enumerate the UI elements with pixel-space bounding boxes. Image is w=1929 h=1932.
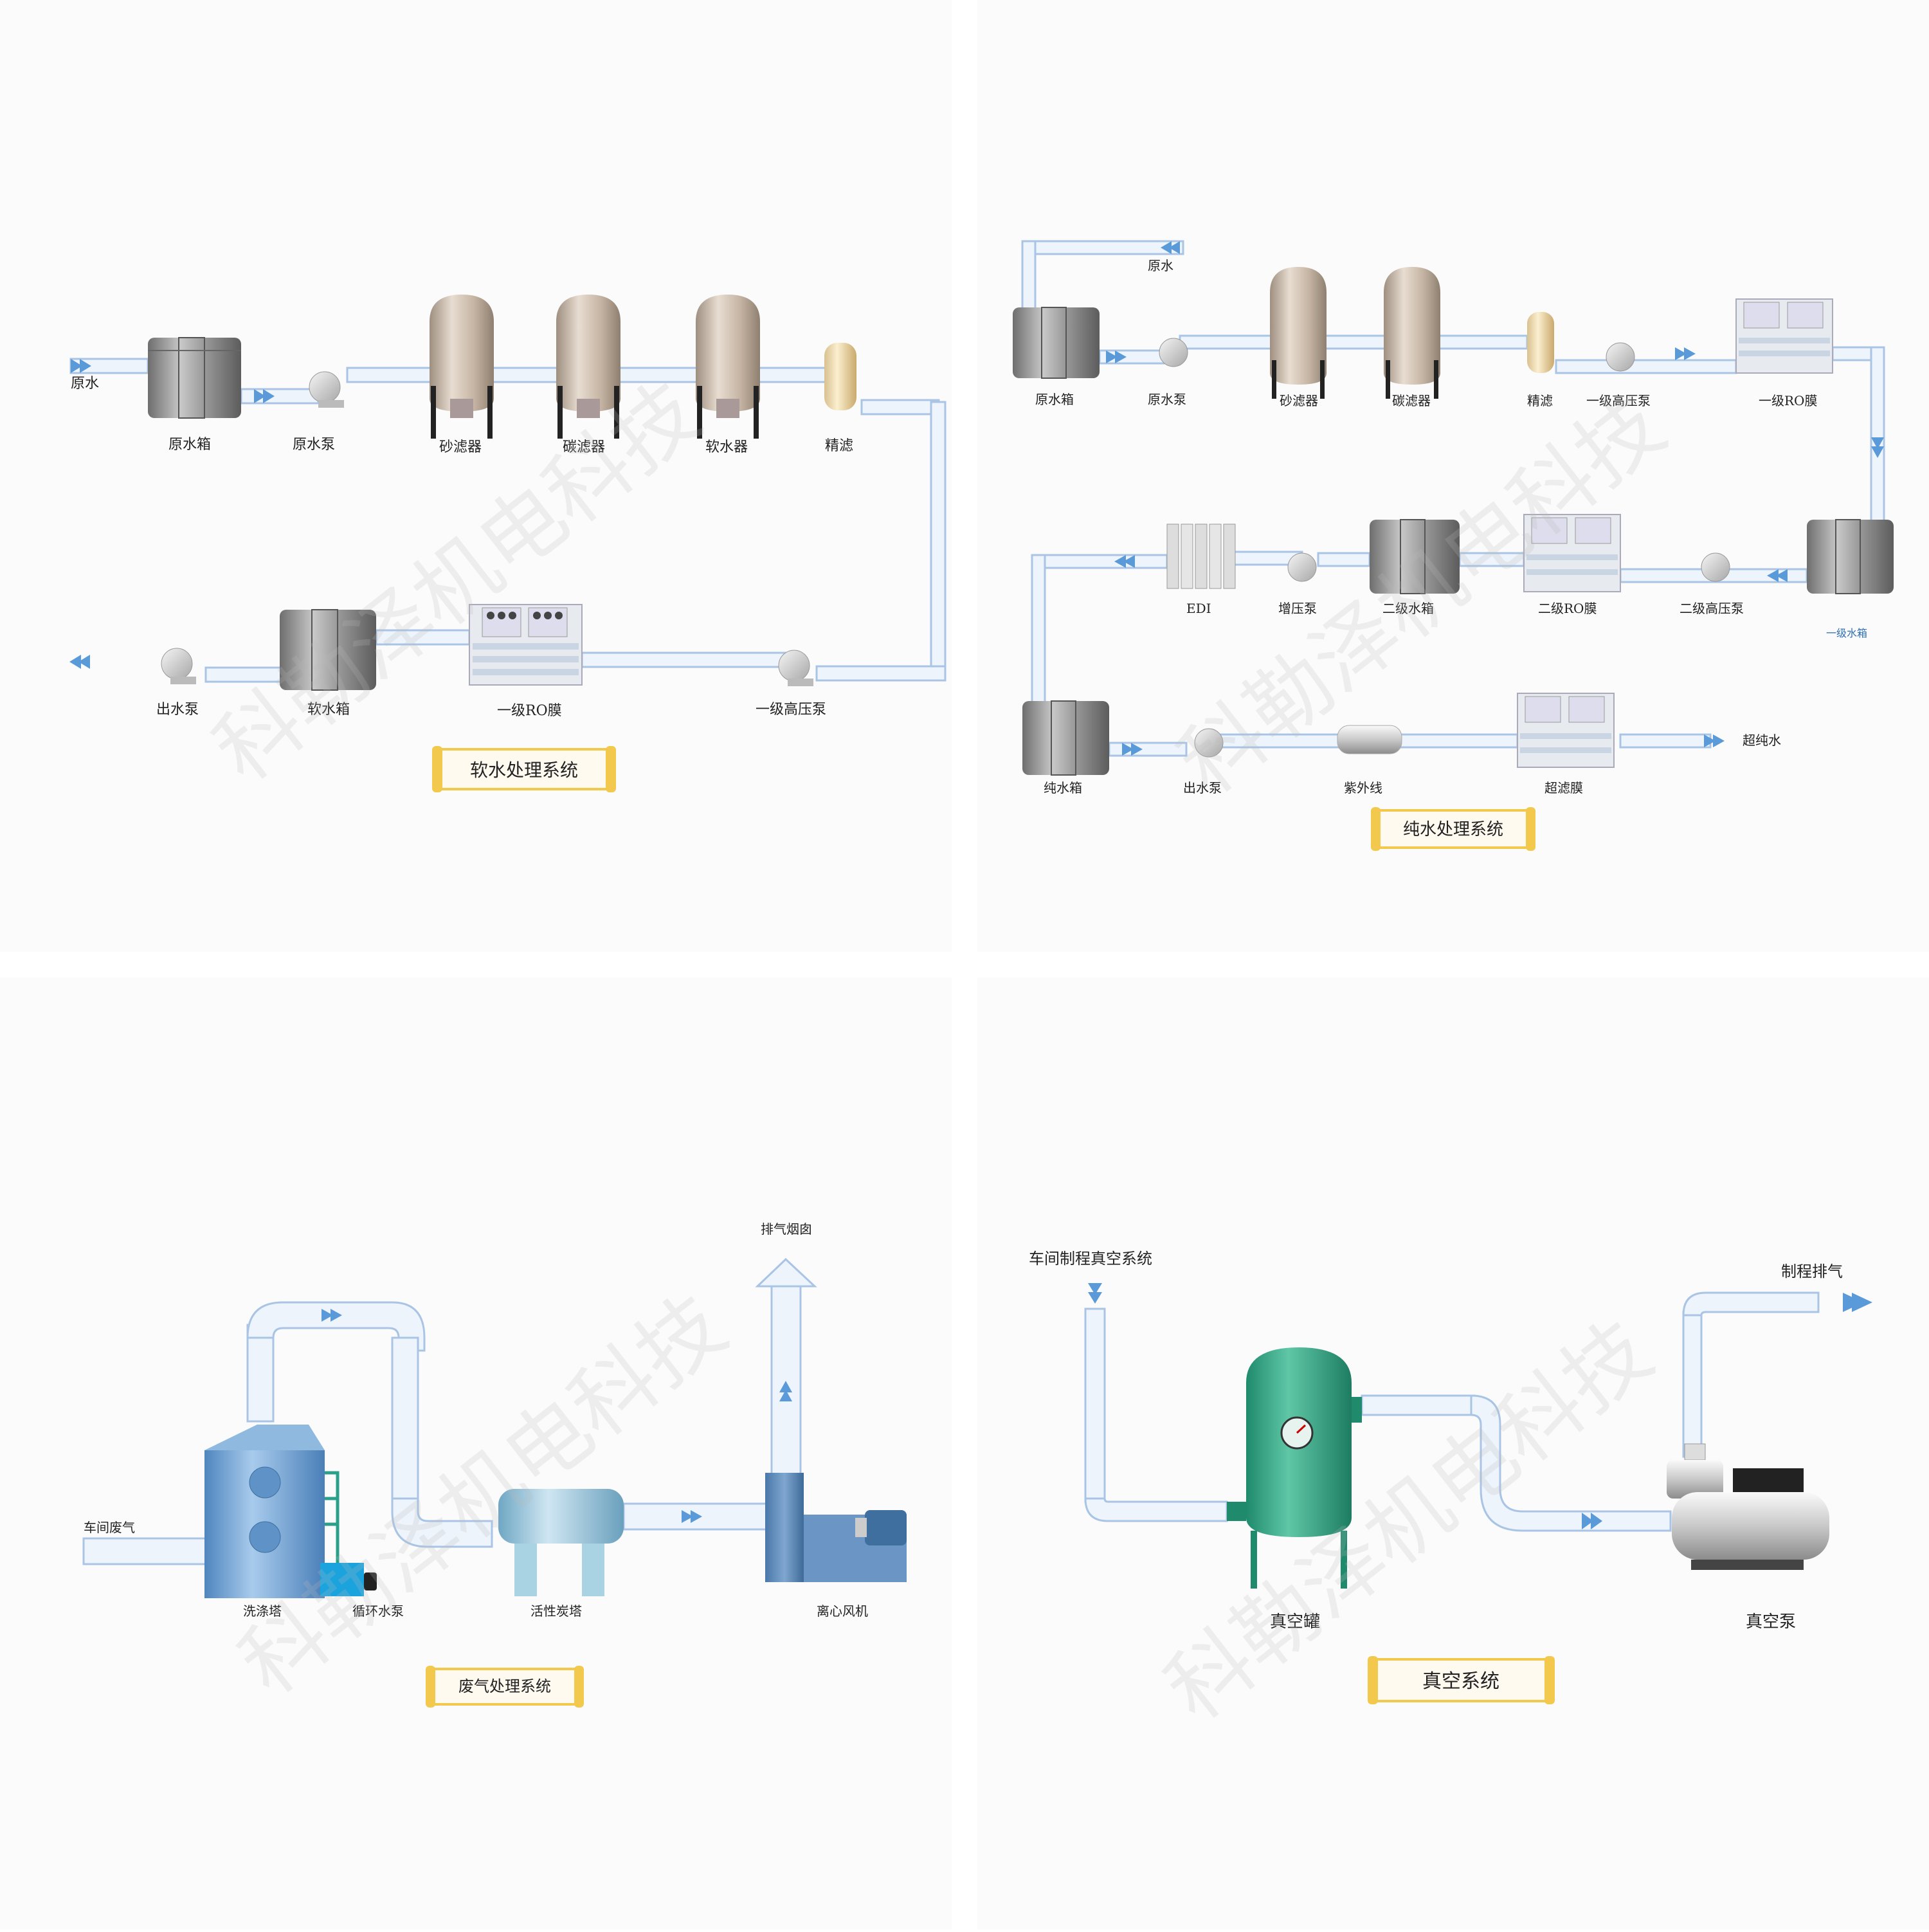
pure-water-uf <box>1517 693 1615 768</box>
softening-softener <box>696 295 760 439</box>
softening-precision-filter-label: 精滤 <box>825 438 853 454</box>
exhaust-input-label: 车间废气 <box>84 1520 135 1535</box>
exhaust-scrubber-label: 洗涤塔 <box>243 1603 282 1619</box>
exhaust-title: 废气处理系统 <box>458 1677 551 1695</box>
panel-vacuum: 车间制程真空系统 制程排气 真空罐 真空泵 真空系统 <box>1029 1250 1872 1704</box>
softening-out-pump-label: 出水泵 <box>156 702 199 718</box>
softening-sand-filter <box>430 295 494 439</box>
pure-water-ro1 <box>1735 298 1833 374</box>
pure-water-raw-pump-label: 原水泵 <box>1148 392 1186 407</box>
vacuum-pipes <box>1084 1291 1820 1532</box>
exhaust-scrubber <box>204 1425 340 1598</box>
panel-vacuum-bg <box>977 978 1929 1929</box>
pure-water-sand-filter-label: 砂滤器 <box>1280 393 1318 408</box>
exhaust-circ-pump <box>320 1563 377 1596</box>
exhaust-pipes <box>82 1257 817 1565</box>
softening-soft-tank <box>280 609 376 691</box>
softening-hp-pump-label: 一级高压泵 <box>756 702 826 718</box>
pure-water-pure-tank-label: 纯水箱 <box>1044 780 1082 796</box>
exhaust-title-scroll <box>426 1666 584 1708</box>
pure-water-hp-pump2-label: 二级高压泵 <box>1680 601 1744 616</box>
pure-water-out-pump <box>1194 728 1224 758</box>
softening-raw-tank <box>148 337 241 419</box>
pure-water-raw-tank-label: 原水箱 <box>1035 392 1074 407</box>
panel-softening: 原水 原水箱 原水泵 砂滤器 碳滤器 软水器 精滤 一级高压泵 <box>69 295 946 792</box>
pure-water-uv <box>1337 725 1402 754</box>
pure-water-output-label: 超纯水 <box>1743 733 1781 748</box>
exhaust-fan <box>765 1473 907 1582</box>
panel-pure-water: 原水 超纯水 原水箱 原水泵 砂滤器 碳滤器 精滤 一级高压泵 一级RO膜 一级… <box>1013 240 1894 851</box>
pure-water-edi <box>1166 524 1236 589</box>
vacuum-pump-label: 真空泵 <box>1746 1612 1796 1632</box>
pure-water-title: 纯水处理系统 <box>1403 820 1503 839</box>
panel-pure-water-bg <box>977 0 1929 952</box>
vacuum-tank <box>1227 1347 1362 1589</box>
pure-water-carbon-filter-label: 碳滤器 <box>1392 393 1431 408</box>
vacuum-arrows <box>1088 1283 1872 1529</box>
pure-water-edi-label: EDI <box>1186 601 1211 616</box>
softening-arrows <box>69 359 275 669</box>
vacuum-title: 真空系统 <box>1422 1670 1499 1693</box>
softening-softener-label: 软水器 <box>705 439 748 455</box>
pure-water-booster-pump <box>1287 552 1317 582</box>
vacuum-pump <box>1667 1443 1829 1570</box>
softening-carbon-filter <box>556 295 620 439</box>
pure-water-title-scroll <box>1371 807 1535 851</box>
pure-water-tank2 <box>1370 519 1460 594</box>
softening-out-pump <box>161 648 196 684</box>
pure-water-ro1-label: 一级RO膜 <box>1759 393 1817 408</box>
vacuum-title-scroll <box>1368 1656 1555 1704</box>
pure-water-uv-label: 紫外线 <box>1344 780 1382 796</box>
pure-water-arrows <box>1106 241 1884 756</box>
pure-water-tank1-label: 一级水箱 <box>1826 627 1867 639</box>
pure-water-booster-label: 增压泵 <box>1278 601 1317 616</box>
softening-precision-filter <box>824 343 856 410</box>
softening-input-label: 原水 <box>71 376 99 392</box>
pure-water-input-label: 原水 <box>1148 258 1173 273</box>
pure-water-precision-filter-label: 精滤 <box>1527 393 1553 408</box>
pure-water-hp-pump1 <box>1606 342 1635 372</box>
pure-water-out-pump-label: 出水泵 <box>1183 780 1222 796</box>
exhaust-carbon-tower-label: 活性炭塔 <box>530 1603 582 1619</box>
softening-raw-pump-label: 原水泵 <box>293 437 335 453</box>
pure-water-raw-tank <box>1013 307 1100 379</box>
vacuum-output-label: 制程排气 <box>1781 1262 1843 1280</box>
pure-water-tank1 <box>1807 519 1894 594</box>
panel-exhaust: 车间废气 排气烟囱 洗涤塔 循环水泵 活性炭塔 离心风机 废气处理系统 <box>82 1221 907 1708</box>
vacuum-tank-label: 真空罐 <box>1270 1612 1320 1632</box>
softening-raw-pump <box>309 371 344 408</box>
softening-sand-filter-label: 砂滤器 <box>439 439 482 455</box>
exhaust-arrows <box>322 1309 792 1523</box>
softening-carbon-filter-label: 碳滤器 <box>563 439 605 455</box>
softening-ro-membrane <box>469 604 583 686</box>
softening-ro-label: 一级RO膜 <box>497 703 562 719</box>
pure-water-hp-pump1-label: 一级高压泵 <box>1586 393 1651 408</box>
pure-water-uf-label: 超滤膜 <box>1544 780 1583 796</box>
exhaust-carbon-tower <box>498 1489 624 1596</box>
exhaust-stack-label: 排气烟囱 <box>761 1221 812 1237</box>
exhaust-fan-label: 离心风机 <box>817 1603 868 1619</box>
softening-title: 软水处理系统 <box>470 760 578 781</box>
pure-water-ro2 <box>1523 514 1621 592</box>
panel-softening-bg <box>0 0 952 952</box>
pure-water-precision-filter <box>1527 312 1554 373</box>
pure-water-ro2-label: 二级RO膜 <box>1538 601 1597 616</box>
softening-soft-tank-label: 软水箱 <box>307 702 350 718</box>
pure-water-hp-pump2 <box>1701 552 1730 582</box>
softening-hp-pump <box>778 650 813 686</box>
softening-raw-tank-label: 原水箱 <box>168 437 211 453</box>
softening-title-scroll <box>432 746 616 792</box>
pure-water-raw-pump <box>1159 338 1188 367</box>
exhaust-circ-pump-label: 循环水泵 <box>352 1603 404 1619</box>
pure-water-carbon-filter <box>1384 267 1440 399</box>
vacuum-input-label: 车间制程真空系统 <box>1029 1250 1152 1268</box>
pure-water-tank2-label: 二级水箱 <box>1382 601 1434 616</box>
pure-water-pure-tank <box>1022 700 1109 776</box>
pure-water-sand-filter <box>1270 267 1327 399</box>
